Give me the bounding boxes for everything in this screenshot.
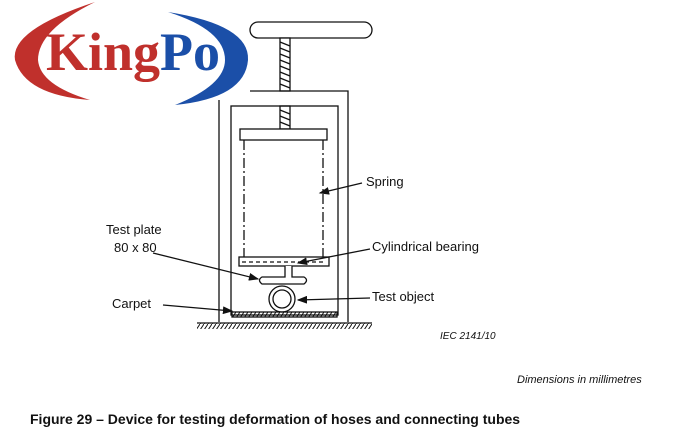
spring-outline [243, 140, 324, 258]
label-carpet: Carpet [112, 296, 152, 311]
label-test-plate: Test plate [106, 222, 162, 237]
logo-text: KingPo [46, 22, 220, 82]
test-plate [258, 266, 308, 285]
test-object-tube [268, 285, 296, 313]
iec-reference: IEC 2141/10 [440, 331, 496, 342]
top-plate [239, 128, 328, 141]
label-spring: Spring [366, 174, 404, 189]
label-test-object: Test object [372, 289, 435, 304]
logo-po: Po [160, 22, 221, 82]
handle [249, 21, 373, 39]
figure-caption: Figure 29 – Device for testing deformati… [30, 411, 521, 427]
cylindrical-bearing [238, 256, 330, 267]
screw [279, 37, 291, 130]
ground [197, 322, 372, 329]
label-test-plate-size: 80 x 80 [114, 240, 157, 255]
dimensions-note: Dimensions in millimetres [517, 374, 642, 386]
carpet [231, 311, 338, 318]
logo-king: King [46, 22, 161, 82]
label-cylindrical-bearing: Cylindrical bearing [372, 239, 479, 254]
kingpo-logo [14, 2, 249, 105]
outer-frame [218, 90, 349, 322]
leader-lines [152, 182, 371, 315]
